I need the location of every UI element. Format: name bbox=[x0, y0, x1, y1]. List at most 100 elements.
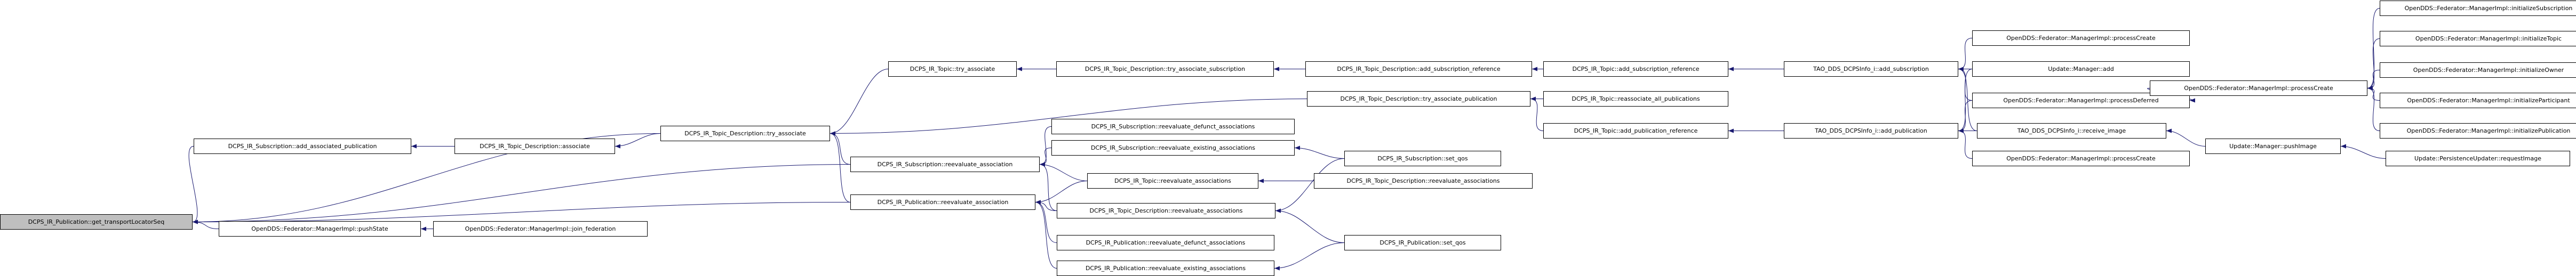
function-label: DCPS_IR_Topic_Description::reevaluate_as… bbox=[1346, 177, 1500, 184]
call-edge-sub_set_qos-to-sub_reeval_existing bbox=[1294, 145, 1345, 159]
function-node-pub-reeval-defunct[interactable]: DCPS_IR_Publication::reevaluate_defunct_… bbox=[1057, 235, 1274, 250]
function-node-sub-set-qos[interactable]: DCPS_IR_Subscription::set_qos bbox=[1344, 151, 1501, 166]
call-edge-sub_add_assoc_pub-to-root bbox=[188, 146, 198, 224]
function-label: DCPS_IR_Topic_Description::add_subscript… bbox=[1337, 66, 1501, 72]
function-label: Update::PersistenceUpdater::requestImage bbox=[2414, 155, 2541, 162]
function-label: OpenDDS::Federator::ManagerImpl::initial… bbox=[2415, 35, 2562, 42]
call-edge-topic_reeval_assocs-to-sub_reeval_assoc bbox=[1039, 162, 1088, 181]
call-edge-fed_initOwner-to-fed_processCreate_main bbox=[2367, 70, 2380, 91]
function-node-desc-associate[interactable]: DCPS_IR_Topic_Description::associate bbox=[454, 139, 615, 154]
call-edge-pub_reeval_existing-to-pub_reeval_assoc bbox=[1035, 200, 1057, 269]
call-edge-pub_reeval_assoc-to-desc_try_associate bbox=[830, 131, 851, 202]
call-edge-topic_try_associate-to-desc_try_associate bbox=[830, 69, 889, 136]
function-node-root[interactable]: DCPS_IR_Publication::get_transportLocato… bbox=[0, 214, 193, 230]
call-edge-update_pushImage-to-tao_receive_image bbox=[2166, 128, 2206, 147]
function-node-topic-try-associate[interactable]: DCPS_IR_Topic::try_associate bbox=[888, 61, 1017, 77]
call-edge-sub_reeval_assoc-to-desc_try_associate bbox=[830, 131, 851, 165]
function-node-fed-initParticipant[interactable]: OpenDDS::Federator::ManagerImpl::initial… bbox=[2380, 93, 2576, 108]
function-node-fed-processCreate-b[interactable]: OpenDDS::Federator::ManagerImpl::process… bbox=[1972, 151, 2190, 166]
function-label: DCPS_IR_Subscription::add_associated_pub… bbox=[228, 143, 377, 150]
function-label: DCPS_IR_Topic::reassociate_all_publicati… bbox=[1572, 95, 1700, 102]
function-label: OpenDDS::Federator::ManagerImpl::process… bbox=[2006, 35, 2156, 42]
function-label: DCPS_IR_Topic::add_subscription_referenc… bbox=[1572, 66, 1700, 72]
function-node-sub-reeval-defunct[interactable]: DCPS_IR_Subscription::reevaluate_defunct… bbox=[1051, 119, 1295, 134]
function-node-pub-reeval-assoc[interactable]: DCPS_IR_Publication::reevaluate_associat… bbox=[850, 194, 1035, 210]
call-edge-fed_initTopic-to-fed_processCreate_main bbox=[2367, 38, 2380, 91]
function-node-tao-receive-image[interactable]: TAO_DDS_DCPSInfo_i::receive_image bbox=[1977, 123, 2166, 139]
call-edge-pub_set_qos-to-desc_reeval_assocs bbox=[1275, 208, 1345, 243]
call-edge-tao_receive_image-to-tao_add_sub bbox=[1958, 67, 1977, 131]
function-node-fed-initSubscription[interactable]: OpenDDS::Federator::ManagerImpl::initial… bbox=[2380, 1, 2576, 16]
function-node-fed-join[interactable]: OpenDDS::Federator::ManagerImpl::join_fe… bbox=[433, 221, 648, 237]
call-edge-pub_reeval_assoc-to-root bbox=[192, 202, 851, 224]
call-edge-desc_reeval_assocs-to-sub_reeval_assoc bbox=[1039, 162, 1057, 211]
function-label: DCPS_IR_Publication::reevaluate_defunct_… bbox=[1086, 239, 1246, 246]
call-edge-pub_set_qos-to-pub_reeval_existing bbox=[1274, 242, 1345, 271]
call-edge-fed_initPublication-to-fed_processCreate_main bbox=[2367, 86, 2380, 131]
function-node-desc-try-assoc-sub[interactable]: DCPS_IR_Topic_Description::try_associate… bbox=[1056, 61, 1274, 77]
function-label: TAO_DDS_DCPSInfo_i::receive_image bbox=[2017, 127, 2126, 134]
call-edge-topic_add_pub_ref-to-desc_try_assoc_pub bbox=[1530, 96, 1544, 131]
function-label: OpenDDS::Federator::ManagerImpl::process… bbox=[2006, 155, 2156, 162]
function-node-fed-processCreate-main[interactable]: OpenDDS::Federator::ManagerImpl::process… bbox=[2150, 80, 2367, 96]
function-node-desc-add-sub-ref[interactable]: DCPS_IR_Topic_Description::add_subscript… bbox=[1305, 61, 1532, 77]
function-node-topic-reassociate[interactable]: DCPS_IR_Topic::reassociate_all_publicati… bbox=[1543, 91, 1728, 107]
function-label: TAO_DDS_DCPSInfo_i::add_publication bbox=[1815, 127, 1927, 134]
function-node-fed-processCreate-a[interactable]: OpenDDS::Federator::ManagerImpl::process… bbox=[1972, 30, 2190, 46]
function-label: OpenDDS::Federator::ManagerImpl::initial… bbox=[2407, 97, 2570, 104]
call-edge-sub_reeval_defunct-to-sub_reeval_assoc bbox=[1039, 126, 1052, 167]
function-label: DCPS_IR_Topic_Description::try_associate… bbox=[1340, 95, 1497, 102]
function-node-fed-pushState[interactable]: OpenDDS::Federator::ManagerImpl::pushSta… bbox=[219, 221, 421, 237]
function-node-tao-add-pub[interactable]: TAO_DDS_DCPSInfo_i::add_publication bbox=[1784, 123, 1958, 139]
function-label: TAO_DDS_DCPSInfo_i::add_subscription bbox=[1813, 66, 1929, 72]
function-node-sub-reeval-assoc[interactable]: DCPS_IR_Subscription::reevaluate_associa… bbox=[850, 157, 1040, 172]
function-label: DCPS_IR_Publication::get_transportLocato… bbox=[28, 218, 165, 225]
function-node-desc-try-associate[interactable]: DCPS_IR_Topic_Description::try_associate bbox=[660, 126, 830, 141]
function-label: DCPS_IR_Topic::add_publication_reference bbox=[1574, 127, 1698, 134]
call-edge-topic_reeval_assocs-to-pub_reeval_assoc bbox=[1035, 181, 1088, 205]
function-node-update-requestImage[interactable]: Update::PersistenceUpdater::requestImage bbox=[2386, 151, 2570, 166]
function-label: DCPS_IR_Subscription::reevaluate_existin… bbox=[1090, 144, 1256, 151]
function-label: OpenDDS::Federator::ManagerImpl::initial… bbox=[2413, 67, 2564, 74]
function-label: Update::Manager::pushImage bbox=[2229, 143, 2317, 150]
function-label: DCPS_IR_Subscription::reevaluate_associa… bbox=[877, 161, 1013, 168]
function-node-update-pushImage[interactable]: Update::Manager::pushImage bbox=[2205, 139, 2341, 154]
function-node-tao-add-sub[interactable]: TAO_DDS_DCPSInfo_i::add_subscription bbox=[1784, 61, 1958, 77]
call-edge-fed_processCreate_a-to-tao_add_sub bbox=[1958, 38, 1973, 71]
function-label: Update::Manager::add bbox=[2048, 66, 2114, 72]
call-edge-fed_initSubscription-to-fed_processCreate_main bbox=[2367, 8, 2380, 91]
function-node-pub-reeval-existing[interactable]: DCPS_IR_Publication::reevaluate_existing… bbox=[1057, 261, 1274, 276]
function-node-desc-try-assoc-pub[interactable]: DCPS_IR_Topic_Description::try_associate… bbox=[1307, 91, 1530, 107]
call-edge-desc_try_associate-to-desc_associate bbox=[615, 133, 661, 149]
function-node-sub-add-assoc-pub[interactable]: DCPS_IR_Subscription::add_associated_pub… bbox=[194, 139, 411, 154]
call-edge-desc_try_assoc_pub-to-desc_try_associate bbox=[830, 99, 1307, 136]
function-node-topic-reeval-assocs[interactable]: DCPS_IR_Topic::reevaluate_associations bbox=[1087, 173, 1258, 189]
function-node-fed-initTopic[interactable]: OpenDDS::Federator::ManagerImpl::initial… bbox=[2380, 31, 2576, 46]
function-label: DCPS_IR_Publication::reevaluate_existing… bbox=[1085, 265, 1246, 272]
function-label: DCPS_IR_Topic_Description::associate bbox=[480, 143, 590, 150]
function-label: DCPS_IR_Publication::set_qos bbox=[1379, 239, 1466, 246]
function-label: DCPS_IR_Topic::try_associate bbox=[910, 66, 995, 72]
function-node-pub-set-qos[interactable]: DCPS_IR_Publication::set_qos bbox=[1344, 235, 1501, 250]
function-node-update-add[interactable]: Update::Manager::add bbox=[1972, 61, 2190, 77]
function-node-desc-reeval-assocs-r[interactable]: DCPS_IR_Topic_Description::reevaluate_as… bbox=[1314, 173, 1533, 189]
function-label: OpenDDS::Federator::ManagerImpl::pushSta… bbox=[251, 225, 388, 232]
function-label: OpenDDS::Federator::ManagerImpl::process… bbox=[2184, 85, 2333, 92]
call-edge-fed_pushState-to-root bbox=[192, 220, 219, 229]
call-edge-sub_reeval_existing-to-sub_reeval_assoc bbox=[1039, 148, 1052, 167]
function-node-fed-initOwner[interactable]: OpenDDS::Federator::ManagerImpl::initial… bbox=[2380, 62, 2576, 78]
call-edge-update_requestImage-to-update_pushImage bbox=[2340, 144, 2386, 159]
function-node-desc-reeval-assocs[interactable]: DCPS_IR_Topic_Description::reevaluate_as… bbox=[1057, 203, 1275, 218]
function-node-topic-add-sub-ref[interactable]: DCPS_IR_Topic::add_subscription_referenc… bbox=[1543, 61, 1728, 77]
call-edge-update_add-to-tao_add_pub bbox=[1958, 69, 1973, 133]
function-label: DCPS_IR_Subscription::set_qos bbox=[1377, 155, 1468, 162]
function-node-sub-reeval-existing[interactable]: DCPS_IR_Subscription::reevaluate_existin… bbox=[1051, 140, 1295, 156]
call-edge-fed_processCreate_b-to-tao_add_pub bbox=[1958, 128, 1973, 159]
function-node-fed-initPublication[interactable]: OpenDDS::Federator::ManagerImpl::initial… bbox=[2380, 123, 2576, 139]
function-node-topic-add-pub-ref[interactable]: DCPS_IR_Topic::add_publication_reference bbox=[1543, 123, 1728, 139]
function-label: DCPS_IR_Topic_Description::try_associate… bbox=[1084, 66, 1246, 72]
function-label: OpenDDS::Federator::ManagerImpl::join_fe… bbox=[465, 225, 616, 232]
function-label: DCPS_IR_Topic::reevaluate_associations bbox=[1114, 177, 1231, 184]
